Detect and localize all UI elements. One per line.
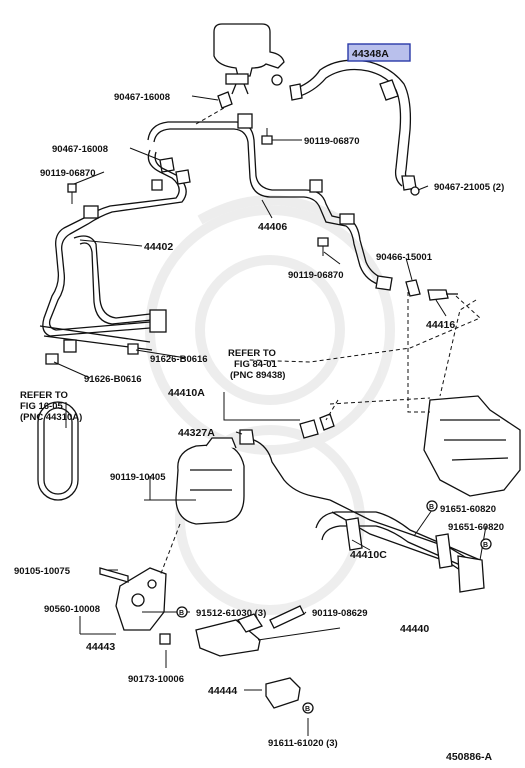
label-91651-60820-a[interactable]: 91651-60820 xyxy=(440,504,496,515)
pressure-feed-tube-44410a xyxy=(239,413,335,501)
reservoir-tank xyxy=(213,23,285,95)
bullet-marker-91651-a: B xyxy=(426,500,438,512)
bullet-marker-91651-b: B xyxy=(480,538,492,550)
label-91512-61030[interactable]: 91512-61030 (3) xyxy=(196,608,266,619)
label-44348a: 44348A xyxy=(352,48,389,60)
label-44410c[interactable]: 44410C xyxy=(350,549,387,561)
union-44416 xyxy=(405,279,458,301)
bullet-marker-91611: B xyxy=(302,702,314,714)
label-90467-21005[interactable]: 90467-21005 (2) xyxy=(434,182,504,193)
label-44327a[interactable]: 44327A xyxy=(178,427,215,439)
label-90119-06870-left[interactable]: 90119-06870 xyxy=(40,168,95,179)
label-91611-61020[interactable]: 91611-61020 (3) xyxy=(268,738,338,749)
watermark xyxy=(145,195,395,615)
label-90105-10075[interactable]: 90105-10075 xyxy=(14,566,71,577)
label-90119-10405[interactable]: 90119-10405 xyxy=(110,472,166,483)
svg-text:B: B xyxy=(429,504,434,511)
power-steering-pump xyxy=(175,437,245,525)
label-90173-10006[interactable]: 90173-10006 xyxy=(128,674,184,685)
label-44416[interactable]: 44416 xyxy=(426,319,455,331)
leader-lines xyxy=(53,95,487,736)
svg-text:(PNC 89438): (PNC 89438) xyxy=(230,370,285,381)
label-90466-15001[interactable]: 90466-15001 xyxy=(376,252,433,263)
label-44402[interactable]: 44402 xyxy=(144,241,173,253)
pump-bracket-44443 xyxy=(99,567,167,631)
bolt-91626-b0616-a xyxy=(127,343,139,355)
bolt-90119-06870-mid xyxy=(317,237,329,256)
svg-text:B: B xyxy=(305,706,310,713)
label-90467-16008-b[interactable]: 90467-16008 xyxy=(52,144,108,155)
label-90119-06870-top[interactable]: 90119-06870 xyxy=(304,136,359,147)
diagram-id: 450886-A xyxy=(446,751,493,763)
return-hose-44348a xyxy=(289,59,420,196)
label-44444[interactable]: 44444 xyxy=(208,685,237,697)
label-90119-06870-mid[interactable]: 90119-06870 xyxy=(288,270,343,281)
refer-note-fig-84-01: REFER TO FIG 84-01 (PNC 89438) xyxy=(228,348,285,381)
label-44410a[interactable]: 44410A xyxy=(168,387,205,399)
nut-90173-10006 xyxy=(159,633,171,645)
bullet-marker-91512: B xyxy=(176,606,188,618)
clamp-90467-16008 xyxy=(159,91,233,173)
bracket-44440 xyxy=(195,613,263,657)
pressure-feed-tube-44410c xyxy=(315,499,485,593)
bolt-90119-06870-top xyxy=(261,128,273,145)
svg-text:B: B xyxy=(483,542,488,549)
label-44406[interactable]: 44406 xyxy=(258,221,287,233)
label-91651-60820-b[interactable]: 91651-60820 xyxy=(448,522,504,533)
steering-gear-housing xyxy=(423,395,521,497)
label-90467-16008-a[interactable]: 90467-16008 xyxy=(114,92,170,103)
label-90119-08629[interactable]: 90119-08629 xyxy=(312,608,367,619)
label-44440[interactable]: 44440 xyxy=(400,623,429,635)
bracket-44444 xyxy=(265,677,301,709)
svg-text:REFER TO: REFER TO xyxy=(228,348,276,359)
label-44443[interactable]: 44443 xyxy=(86,641,115,653)
tube-assembly-44402 xyxy=(39,149,191,353)
label-91626-b0616-a[interactable]: 91626-B0616 xyxy=(150,354,208,365)
label-91626-b0616-b[interactable]: 91626-B0616 xyxy=(84,374,142,385)
svg-text:(PNC 44310A): (PNC 44310A) xyxy=(20,412,82,423)
drive-belt xyxy=(37,401,79,501)
refer-note-fig-16-05: REFER TO FIG 16-05 (PNC 44310A) xyxy=(20,390,82,423)
svg-text:B: B xyxy=(179,610,184,617)
pressure-tube-44406 xyxy=(147,113,393,291)
dashed-guide-lines xyxy=(159,107,481,577)
label-90560-10008[interactable]: 90560-10008 xyxy=(44,604,100,615)
svg-text:REFER TO: REFER TO xyxy=(20,390,68,401)
svg-text:FIG 16-05: FIG 16-05 xyxy=(20,401,63,412)
bolt-left-90119-06870 xyxy=(67,183,77,204)
svg-text:FIG 84-01: FIG 84-01 xyxy=(234,359,277,370)
highlighted-part-label[interactable]: 44348A xyxy=(347,43,411,62)
